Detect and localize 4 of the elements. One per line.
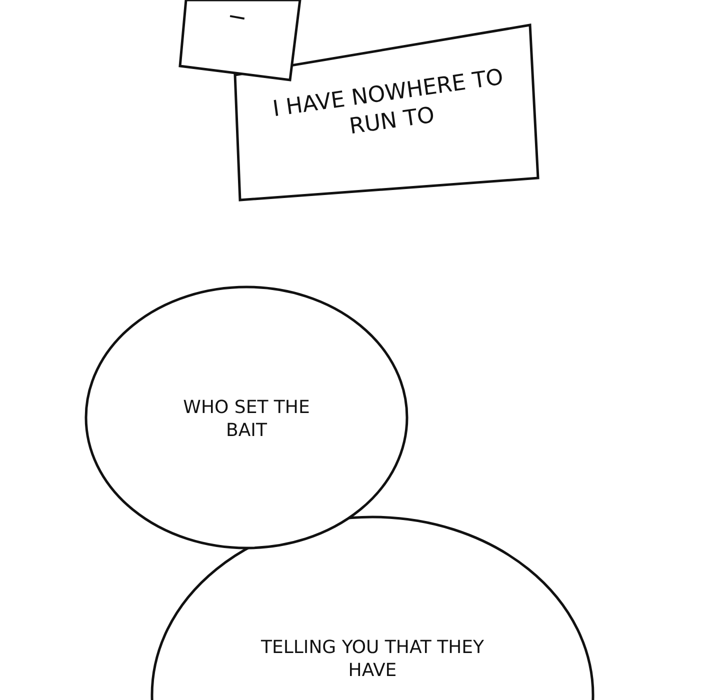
sign-text: I (224, 11, 251, 24)
sign-text: I HAVE NOWHERE TO RUN TO (270, 64, 506, 142)
speech-text: WHO SET THE BAIT (182, 397, 311, 442)
speech-text: TELLING YOU THAT THEY HAVE (260, 637, 485, 682)
